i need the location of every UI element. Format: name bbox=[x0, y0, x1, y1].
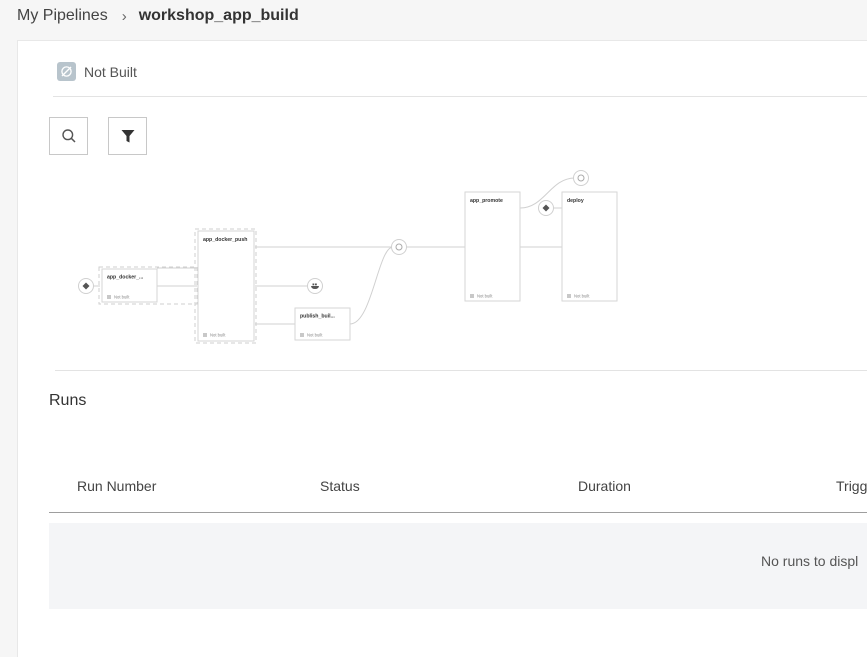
pipeline-status-label: Not Built bbox=[84, 63, 137, 80]
column-header-trigger[interactable]: Trigg bbox=[836, 478, 867, 494]
job-node-title: publish_buil... bbox=[300, 314, 335, 320]
status-divider bbox=[53, 96, 867, 97]
search-button[interactable] bbox=[49, 117, 88, 155]
job-node-title: deploy bbox=[567, 198, 584, 204]
table-header-divider bbox=[49, 512, 867, 513]
column-header-duration[interactable]: Duration bbox=[578, 478, 631, 494]
search-icon bbox=[61, 129, 76, 143]
breadcrumb-my-pipelines-link[interactable]: My Pipelines bbox=[17, 7, 108, 24]
job-node-status: Not built bbox=[574, 294, 590, 299]
breadcrumb: My Pipelines › workshop_app_build bbox=[17, 6, 299, 26]
filter-button[interactable] bbox=[108, 117, 147, 155]
resource-node[interactable] bbox=[573, 170, 589, 186]
job-node-status: Not built bbox=[210, 333, 226, 338]
job-node-app-promote[interactable]: app_promote Not built bbox=[464, 191, 521, 302]
job-node-title: app_docker_push bbox=[203, 237, 247, 243]
trigger-node[interactable] bbox=[538, 200, 554, 216]
pipeline-name: workshop_app_build bbox=[138, 7, 299, 24]
docker-image-node[interactable] bbox=[307, 278, 323, 294]
trigger-node[interactable] bbox=[78, 278, 94, 294]
job-status-icon bbox=[107, 295, 111, 299]
filter-icon bbox=[121, 129, 134, 142]
job-status-icon bbox=[470, 294, 474, 298]
stage-group-outline bbox=[194, 228, 257, 344]
job-node-publish-build[interactable]: publish_buil... Not built bbox=[294, 307, 351, 341]
resource-node[interactable] bbox=[391, 239, 407, 255]
runs-empty-message: No runs to displ bbox=[761, 553, 859, 569]
job-node-status: Not built bbox=[477, 294, 493, 299]
column-header-status[interactable]: Status bbox=[320, 478, 360, 494]
column-header-run-number[interactable]: Run Number bbox=[77, 478, 157, 494]
job-node-title: app_docker_... bbox=[107, 275, 144, 281]
pipeline-status: Not Built bbox=[57, 62, 137, 81]
job-node-app-docker-ci[interactable]: app_docker_... Not built bbox=[101, 268, 158, 303]
runs-empty-state bbox=[49, 523, 867, 609]
graph-edges bbox=[90, 177, 576, 325]
graph-divider bbox=[55, 370, 867, 371]
job-node-title: app_promote bbox=[470, 198, 503, 204]
job-node-status: Not built bbox=[307, 333, 323, 338]
not-built-icon bbox=[57, 62, 76, 81]
runs-title: Runs bbox=[49, 392, 87, 409]
stage-group-outline bbox=[98, 266, 198, 305]
job-status-icon bbox=[300, 333, 304, 337]
job-node-app-docker-push[interactable]: app_docker_push Not built bbox=[197, 230, 255, 342]
job-status-icon bbox=[567, 294, 571, 298]
job-node-deploy[interactable]: deploy Not built bbox=[561, 191, 618, 302]
job-node-status: Not built bbox=[114, 295, 130, 300]
job-status-icon bbox=[203, 333, 207, 337]
breadcrumb-separator-icon: › bbox=[121, 7, 127, 25]
